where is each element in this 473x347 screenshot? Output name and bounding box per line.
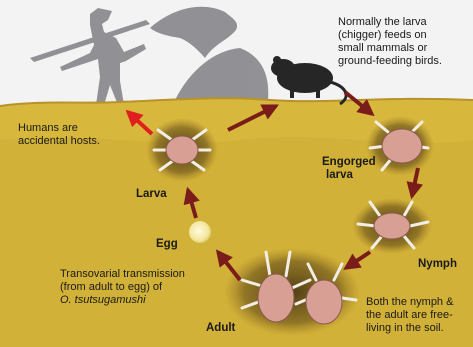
label-adult: Adult xyxy=(206,322,235,335)
label-normally-4: ground-feeding birds. xyxy=(338,55,442,67)
label-transovarial-2: (from adult to egg) of xyxy=(60,281,162,293)
label-free-living-3: living in the soil. xyxy=(366,322,444,334)
label-normally-1: Normally the larva xyxy=(338,16,427,28)
label-engorged-2: larva xyxy=(322,169,353,181)
label-humans: Humans are accidental hosts. xyxy=(18,122,100,148)
label-transovarial-3: O. tsutsugamushi xyxy=(60,294,146,306)
label-free-living: Both the nymph & the adult are free- liv… xyxy=(366,296,453,335)
label-humans-1: Humans are xyxy=(18,122,78,134)
label-free-living-1: Both the nymph & xyxy=(366,296,453,308)
egg xyxy=(189,221,211,243)
label-transovarial-1: Transovarial transmission xyxy=(60,268,185,280)
label-nymph: Nymph xyxy=(418,258,457,271)
label-normally: Normally the larva (chigger) feeds on sm… xyxy=(338,16,442,68)
label-normally-3: small mammals or xyxy=(338,42,427,54)
label-free-living-2: the adult are free- xyxy=(366,309,453,321)
label-engorged-larva: Engorged larva xyxy=(322,156,376,182)
label-humans-2: accidental hosts. xyxy=(18,135,100,147)
label-transovarial: Transovarial transmission (from adult to… xyxy=(60,268,185,307)
label-normally-2: (chigger) feeds on xyxy=(338,29,427,41)
label-egg: Egg xyxy=(156,238,178,251)
label-larva: Larva xyxy=(136,188,167,201)
label-engorged-1: Engorged xyxy=(322,156,376,168)
